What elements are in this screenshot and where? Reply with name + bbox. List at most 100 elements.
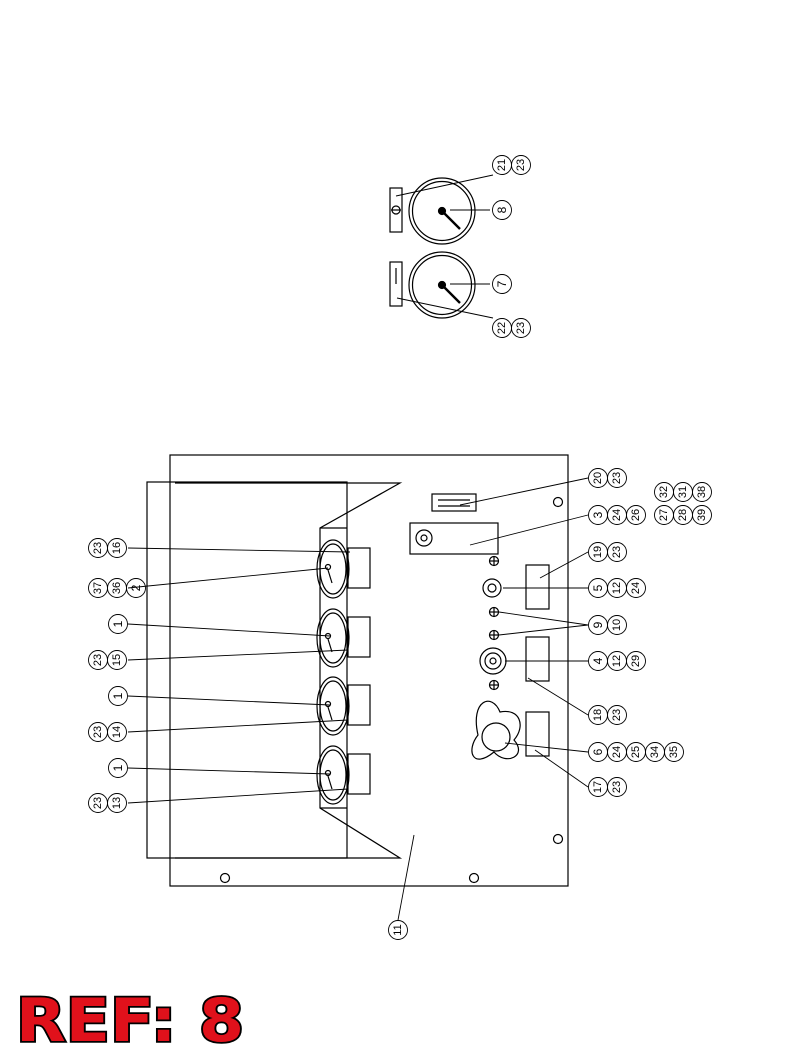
callout-number: 38 (696, 486, 708, 498)
callout-21: 21 (492, 155, 512, 175)
callout-1: 1 (108, 686, 128, 706)
callout-4: 4 (588, 651, 608, 671)
callout-19: 19 (588, 542, 608, 562)
callout-14: 14 (107, 722, 127, 742)
callout-circle (107, 722, 127, 742)
callout-36: 36 (107, 578, 127, 598)
callout-3: 3 (588, 505, 608, 525)
callout-26: 26 (626, 505, 646, 525)
callout-circle (108, 758, 128, 778)
callout-circle (626, 578, 646, 598)
leader-lines (127, 174, 589, 921)
callout-number: 23 (611, 546, 623, 558)
callout-circle (108, 686, 128, 706)
callout-number: 23 (611, 709, 623, 721)
callout-number: 8 (495, 206, 509, 213)
callout-number: 26 (630, 509, 642, 521)
callout-24: 24 (607, 505, 627, 525)
callout-circle (107, 793, 127, 813)
callout-circle (692, 482, 712, 502)
callout-23: 23 (88, 650, 108, 670)
callout-38: 38 (692, 482, 712, 502)
reference-banner: REF: 8 (14, 984, 245, 1050)
callout-23: 23 (88, 793, 108, 813)
callout-number: 11 (392, 924, 404, 935)
callout-number: 24 (611, 509, 623, 521)
callout-number: 2 (129, 584, 143, 591)
callout-number: 25 (630, 746, 642, 758)
pressure-gauge-lower (389, 251, 476, 319)
callout-27: 27 (654, 505, 674, 525)
callout-circle (607, 615, 627, 635)
callout-number: 23 (92, 726, 104, 738)
callout-number: 24 (630, 582, 642, 594)
callout-34: 34 (645, 742, 665, 762)
callout-number: 22 (496, 322, 508, 334)
callout-circle (664, 742, 684, 762)
callout-circle (126, 578, 146, 598)
control-panel (146, 454, 569, 887)
callout-18: 18 (588, 705, 608, 725)
callout-28: 28 (673, 505, 693, 525)
callout-circle (107, 538, 127, 558)
callout-1: 1 (108, 614, 128, 634)
callout-31: 31 (673, 482, 693, 502)
callout-17: 17 (588, 777, 608, 797)
regulator-plate (409, 522, 499, 555)
callout-number: 23 (611, 472, 623, 484)
small-label-plate (431, 493, 477, 512)
callout-number: 21 (496, 159, 508, 171)
callout-number: 1 (111, 764, 125, 771)
callout-circle (607, 468, 627, 488)
callout-number: 9 (591, 621, 605, 628)
callout-number: 15 (111, 654, 123, 666)
callout-number: 17 (592, 781, 604, 793)
callout-5: 5 (588, 578, 608, 598)
callout-37: 37 (88, 578, 108, 598)
valve-dial-3 (316, 676, 371, 736)
callout-number: 39 (696, 509, 708, 521)
callout-circle (626, 651, 646, 671)
callout-circle (388, 920, 408, 940)
callout-number: 23 (92, 542, 104, 554)
callout-7: 7 (492, 274, 512, 294)
callout-13: 13 (107, 793, 127, 813)
callout-number: 37 (92, 582, 104, 594)
callout-20: 20 (588, 468, 608, 488)
callout-6: 6 (588, 742, 608, 762)
callout-number: 16 (111, 542, 123, 554)
callout-circle (607, 705, 627, 725)
callout-8: 8 (492, 200, 512, 220)
callout-number: 5 (591, 584, 605, 591)
callout-2: 2 (126, 578, 146, 598)
callout-23: 23 (607, 542, 627, 562)
callout-23: 23 (88, 538, 108, 558)
valve-dial-4 (316, 745, 371, 805)
callout-23: 23 (607, 777, 627, 797)
callout-number: 34 (649, 746, 661, 758)
callout-16: 16 (107, 538, 127, 558)
callout-23: 23 (511, 318, 531, 338)
callout-circle (108, 614, 128, 634)
callout-circle (511, 155, 531, 175)
callout-39: 39 (692, 505, 712, 525)
callout-number: 12 (611, 655, 623, 667)
callout-24: 24 (626, 578, 646, 598)
valve-dial-1 (316, 539, 371, 599)
callout-circle (107, 650, 127, 670)
callout-number: 32 (658, 486, 670, 498)
callout-circle (492, 200, 512, 220)
callout-35: 35 (664, 742, 684, 762)
callout-number: 29 (630, 655, 642, 667)
star-handwheel (471, 700, 550, 760)
callout-number: 23 (611, 781, 623, 793)
callout-22: 22 (492, 318, 512, 338)
selector-knob (482, 564, 550, 610)
callout-circle (692, 505, 712, 525)
callout-12: 12 (607, 651, 627, 671)
callout-circle (607, 777, 627, 797)
callout-1: 1 (108, 758, 128, 778)
callout-10: 10 (607, 615, 627, 635)
